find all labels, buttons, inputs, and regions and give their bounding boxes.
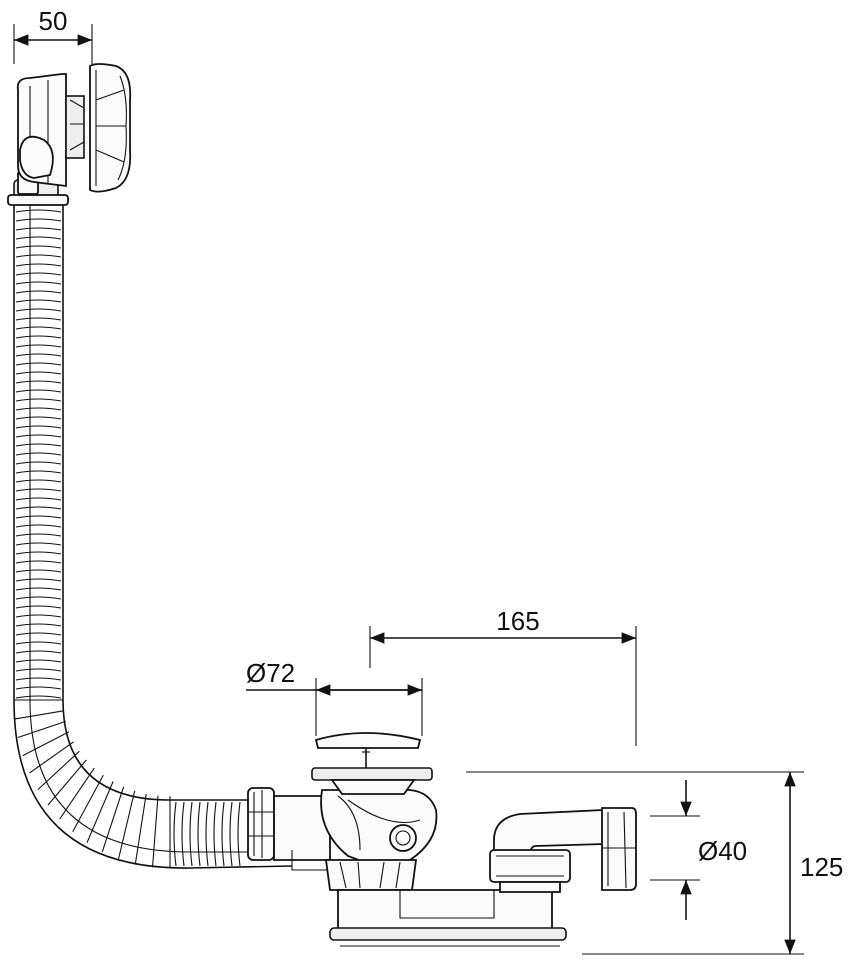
overflow-depth-label: 50: [39, 6, 68, 36]
total-height-label: 125: [800, 852, 843, 882]
plug-diameter-label: Ø72: [246, 658, 295, 688]
hose-ribs: [14, 209, 241, 869]
dimension-outlet-distance: 165: [369, 606, 637, 746]
waste-body: [247, 732, 637, 947]
outlet-diameter-label: Ø40: [698, 836, 747, 866]
dimension-plug-diameter: Ø72: [246, 658, 423, 736]
overflow-assembly: [7, 63, 132, 206]
flexible-hose: [13, 205, 293, 869]
dimension-outlet-diameter: Ø40: [650, 780, 747, 920]
dimension-overflow-depth: 50: [13, 6, 93, 64]
outlet-distance-label: 165: [496, 606, 539, 636]
dimension-total-height: 125: [466, 771, 843, 955]
